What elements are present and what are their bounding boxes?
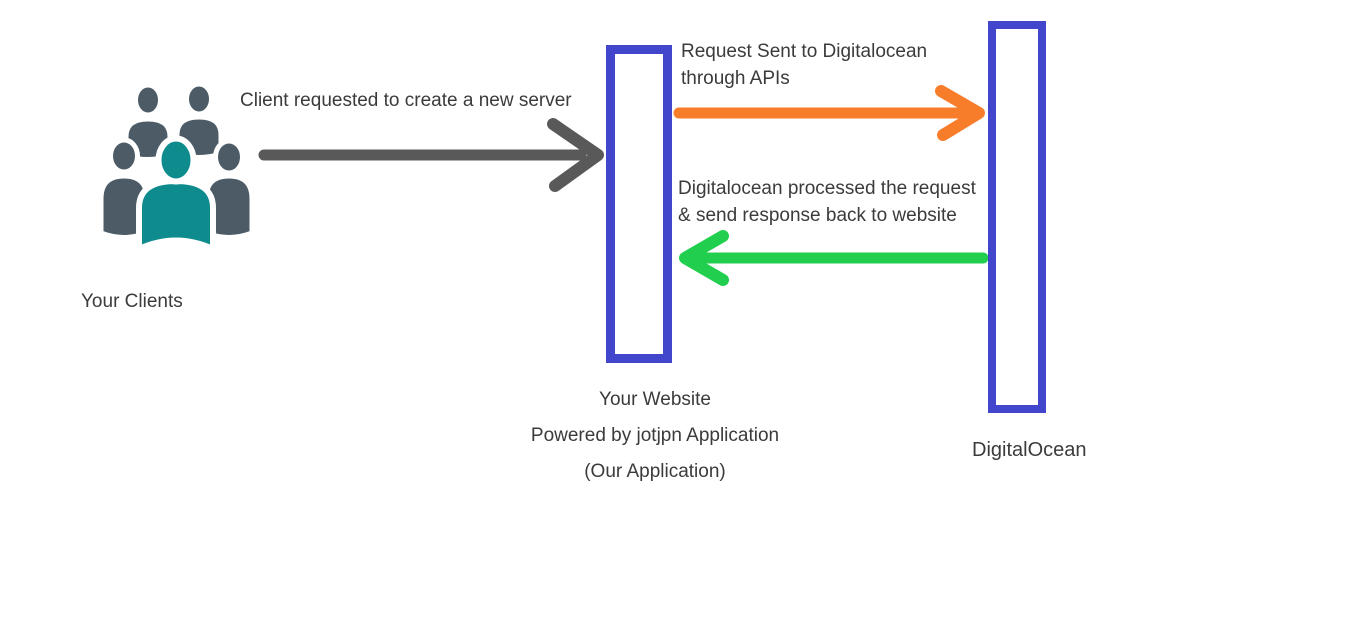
api-request-label-line2: through APIs (681, 68, 790, 89)
api-request-arrow (673, 85, 985, 141)
client-request-arrow (258, 118, 604, 192)
website-lifeline-rect (606, 45, 672, 363)
person-center-icon (136, 135, 216, 252)
api-request-label-line1: Request Sent to Digitalocean (681, 41, 928, 62)
digitalocean-lifeline-rect (988, 21, 1046, 413)
website-caption-line1: Your Website (599, 389, 711, 410)
website-caption: Your Website Powered by jotjpn Applicati… (505, 382, 805, 490)
api-response-label: Digitalocean processed the request & sen… (678, 175, 976, 229)
client-request-arrow-label: Client requested to create a new server (240, 90, 572, 111)
person-side-right-icon (203, 138, 255, 240)
api-response-label-line2: & send response back to website (678, 205, 957, 226)
api-response-label-line1: Digitalocean processed the request (678, 178, 976, 199)
api-request-label: Request Sent to Digitalocean through API… (681, 38, 927, 92)
website-caption-line2: Powered by jotjpn Application (530, 425, 780, 446)
person-side-left-icon (98, 137, 150, 240)
website-caption-line3: (Our Application) (584, 461, 726, 482)
clients-label: Your Clients (81, 291, 183, 312)
clients-group-icon (98, 81, 255, 252)
api-response-arrow (679, 230, 989, 286)
digitalocean-label: DigitalOcean (972, 439, 1087, 461)
